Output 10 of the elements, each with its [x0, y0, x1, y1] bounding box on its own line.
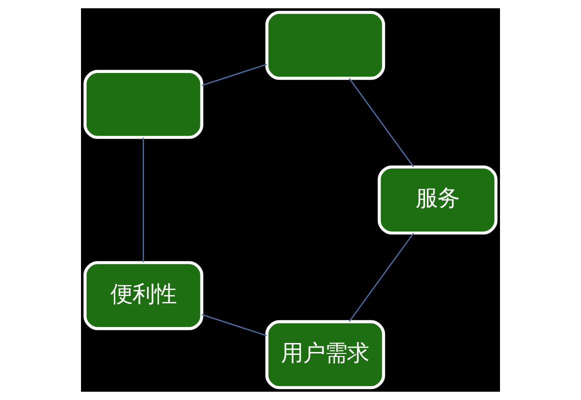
connector [348, 232, 414, 322]
connector [202, 314, 267, 336]
node-box: 用户需求 [265, 320, 386, 390]
connector [202, 64, 267, 86]
node-box: 便利性 [84, 261, 204, 330]
connector [348, 78, 414, 168]
node-box [265, 10, 386, 80]
connector [142, 138, 144, 262]
node-box: 服务 [378, 166, 498, 234]
node-box [84, 70, 204, 139]
